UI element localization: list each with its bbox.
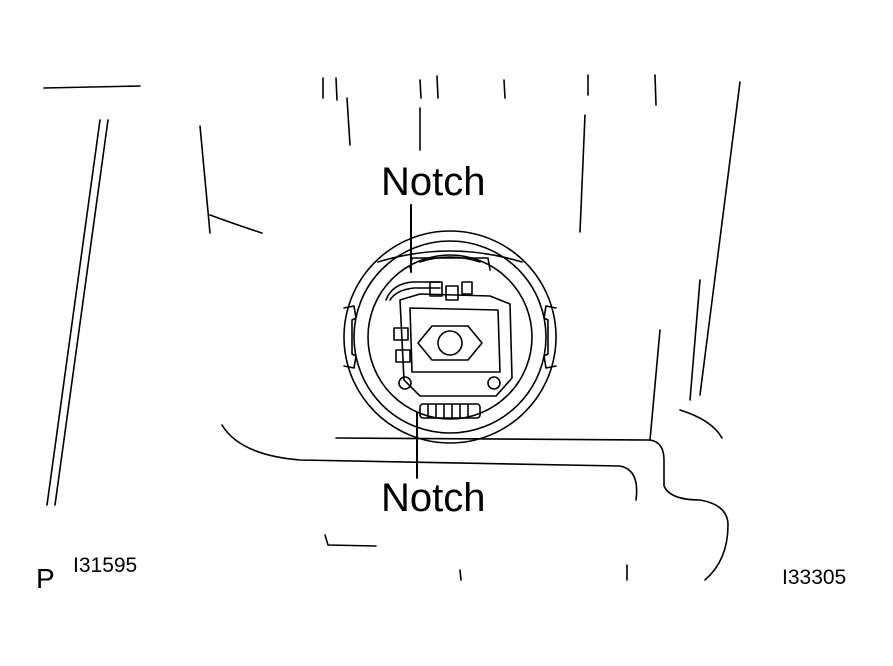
page-mark: P [36,563,55,594]
figure-code-right: I33305 [782,566,847,589]
notch-label-bottom: Notch [381,476,486,520]
bulb-socket [385,281,513,419]
body-outline [43,74,741,581]
figure-code-left: I31595 [73,554,138,577]
notch-label-top: Notch [381,160,486,204]
socket-housing [343,230,557,444]
